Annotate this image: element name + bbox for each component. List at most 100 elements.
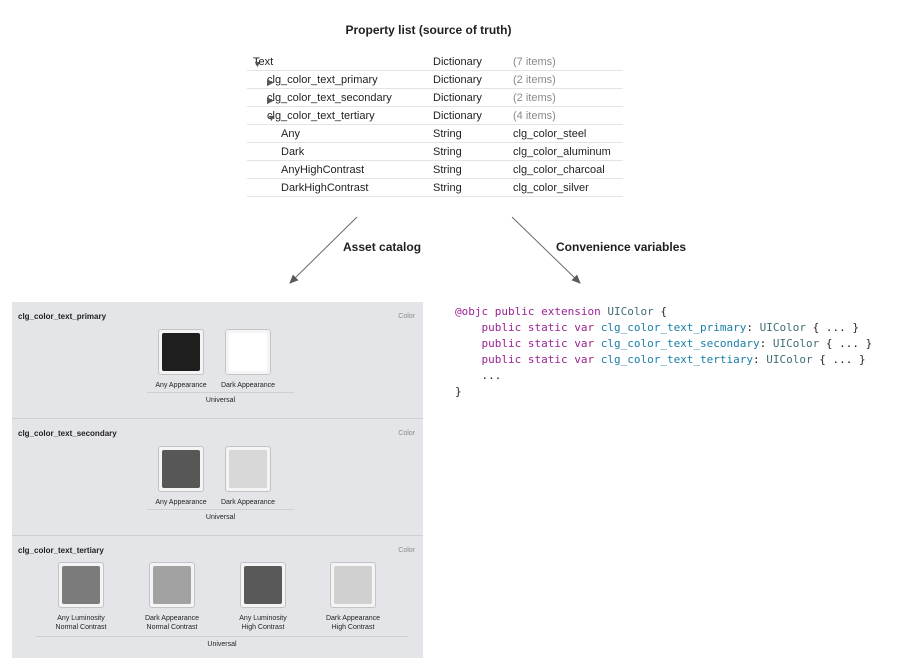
plist-key-text: Dark	[281, 146, 305, 158]
plist-value: clg_color_charcoal	[513, 164, 605, 176]
color-well-label: Any Luminosity High Contrast	[239, 615, 287, 631]
color-swatch	[244, 566, 282, 604]
color-set-name: clg_color_text_tertiary	[18, 546, 104, 555]
plist-key-text: DarkHighContrast	[281, 182, 369, 194]
color-swatch	[162, 450, 200, 488]
code-keyword: public	[494, 305, 535, 318]
plist-value: clg_color_silver	[513, 182, 589, 194]
color-well-label: Any Appearance	[155, 499, 207, 506]
plist-key-text: clg_color_text_secondary	[267, 92, 392, 104]
universal-label: Universal	[205, 514, 236, 521]
color-well[interactable]	[330, 562, 376, 608]
color-swatch	[153, 566, 191, 604]
code-attribute: @objc	[455, 305, 489, 318]
plist-value: (2 items)	[513, 74, 556, 86]
plist-key: ▶clg_color_text_secondary	[267, 92, 392, 105]
plist-type: String	[433, 182, 462, 194]
plist-type: Dictionary	[433, 56, 482, 68]
plist-value: clg_color_aluminum	[513, 146, 611, 158]
code-block: @objc public extension UIColor { public …	[455, 304, 872, 400]
color-swatch	[162, 333, 200, 371]
code-brace: {	[653, 305, 667, 318]
plist-row[interactable]: DarkHighContrast String clg_color_silver	[247, 179, 623, 197]
plist-key: ▼clg_color_text_tertiary	[267, 110, 375, 123]
universal-label: Universal	[205, 397, 236, 404]
code-type: UIColor	[766, 353, 813, 366]
code-colon: :	[753, 353, 760, 366]
color-well[interactable]	[158, 329, 204, 375]
arrow-to-asset-catalog	[289, 216, 358, 284]
code-colon: :	[759, 337, 767, 350]
color-well-label: Dark Appearance High Contrast	[325, 615, 381, 631]
color-well-label: Dark Appearance	[220, 499, 276, 506]
color-well[interactable]	[240, 562, 286, 608]
plist-key-text: Any	[281, 128, 300, 140]
universal-divider	[147, 509, 294, 510]
plist-key: AnyHighContrast	[281, 164, 364, 176]
color-set-name: clg_color_text_primary	[18, 312, 107, 321]
plist-type: String	[433, 128, 462, 140]
color-well[interactable]	[158, 446, 204, 492]
plist-type: String	[433, 146, 462, 158]
plist-row[interactable]: Dark String clg_color_aluminum	[247, 143, 623, 161]
plist-key: Dark	[281, 146, 304, 158]
code-body: { ... }	[819, 337, 873, 350]
plist-key-text: clg_color_text_primary	[267, 74, 378, 86]
code-line-1: @objc public extension UIColor {	[455, 305, 667, 318]
disclosure-collapsed-icon[interactable]: ▶	[267, 95, 274, 105]
code-type: UIColor	[772, 337, 820, 350]
plist-value: (2 items)	[513, 92, 556, 104]
convenience-variables-label: Convenience variables	[556, 240, 687, 254]
code-body: { ... }	[812, 353, 866, 366]
color-well[interactable]	[149, 562, 195, 608]
plist-key-text: AnyHighContrast	[281, 164, 365, 176]
plist-value: (4 items)	[513, 110, 556, 122]
color-swatch	[229, 450, 267, 488]
plist-type: Dictionary	[433, 74, 482, 86]
code-keyword: public static var	[481, 337, 595, 350]
code-close-brace: }	[455, 385, 462, 398]
arrow-to-convenience-variables	[511, 216, 581, 284]
plist-key: ▶clg_color_text_primary	[267, 74, 378, 87]
code-keyword: public static var	[481, 321, 595, 334]
plist-key-text: Text	[253, 56, 274, 68]
code-body: { ... }	[806, 321, 860, 334]
code-member-name: clg_color_text_tertiary	[600, 353, 754, 366]
color-set-kind: Color	[398, 547, 415, 554]
plist-row[interactable]: ▶clg_color_text_secondary Dictionary (2 it…	[247, 89, 623, 107]
plist-row[interactable]: ▶clg_color_text_primary Dictionary (2 item…	[247, 71, 623, 89]
disclosure-expanded-icon[interactable]: ▼	[253, 59, 262, 69]
universal-divider	[36, 636, 408, 637]
plist-type: Dictionary	[433, 92, 482, 104]
universal-divider	[147, 392, 294, 393]
universal-label: Universal	[207, 641, 237, 648]
disclosure-collapsed-icon[interactable]: ▶	[267, 77, 274, 87]
disclosure-expanded-icon[interactable]: ▼	[267, 113, 276, 123]
plist-key: Any	[281, 128, 300, 140]
code-ellipsis: ...	[481, 369, 502, 382]
color-set-kind: Color	[398, 430, 415, 437]
color-well[interactable]	[225, 446, 271, 492]
color-well-label: Any Luminosity Normal Contrast	[55, 615, 107, 631]
color-well[interactable]	[58, 562, 104, 608]
color-swatch	[229, 333, 267, 371]
code-member-line: public static var clg_color_text_tertiar…	[455, 353, 866, 366]
code-members: public static var clg_color_text_primary…	[455, 321, 873, 366]
color-well-label: Any Appearance	[155, 382, 207, 389]
plist-key: DarkHighContrast	[281, 182, 368, 194]
color-well-label: Dark Appearance	[220, 382, 276, 389]
plist-key: ▼Text	[253, 56, 274, 69]
code-member-line: public static var clg_color_text_seconda…	[455, 337, 873, 350]
color-well[interactable]	[225, 329, 271, 375]
code-keyword: extension	[541, 305, 601, 318]
